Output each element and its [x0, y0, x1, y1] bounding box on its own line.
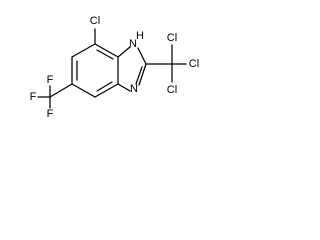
atom-cl-ccl3-bottom: Cl	[167, 84, 177, 96]
double-bond-c3a-c4	[96, 81, 113, 92]
bond-n1-c2	[137, 47, 147, 65]
structure-canvas: Cl H N N Cl Cl Cl F F F	[0, 0, 226, 134]
bond-c7a-n1	[117, 46, 131, 58]
double-bond-c7-c7a	[96, 49, 114, 60]
trichloromethyl-group	[171, 44, 187, 83]
atom-cl-ccl3-right: Cl	[189, 58, 199, 70]
trifluoromethyl-group	[37, 85, 51, 109]
bond-c3a-c4	[94, 83, 119, 98]
atom-cl-top: Cl	[90, 15, 100, 27]
atom-h: H	[136, 30, 144, 42]
bond-c7-c7a	[94, 43, 119, 58]
atom-f-left: F	[30, 91, 37, 103]
bond-n3-c3a	[117, 83, 131, 92]
bond-c2-n3	[138, 63, 147, 86]
bond-c5-cf3	[49, 83, 73, 98]
bond-c6-c7	[71, 43, 96, 58]
benzene-ring	[71, 43, 119, 98]
atom-n1: N	[129, 38, 137, 50]
bond-c4-c5	[71, 83, 96, 98]
atom-f-bottom: F	[47, 108, 54, 120]
chemical-structure-diagram: Cl H N N Cl Cl Cl F F F	[30, 15, 200, 120]
atom-n3: N	[130, 83, 138, 95]
imidazole-ring	[117, 46, 147, 92]
double-bond-c2-n3	[135, 66, 143, 85]
atom-cl-ccl3-top: Cl	[167, 32, 177, 44]
atom-f-top: F	[47, 74, 54, 86]
